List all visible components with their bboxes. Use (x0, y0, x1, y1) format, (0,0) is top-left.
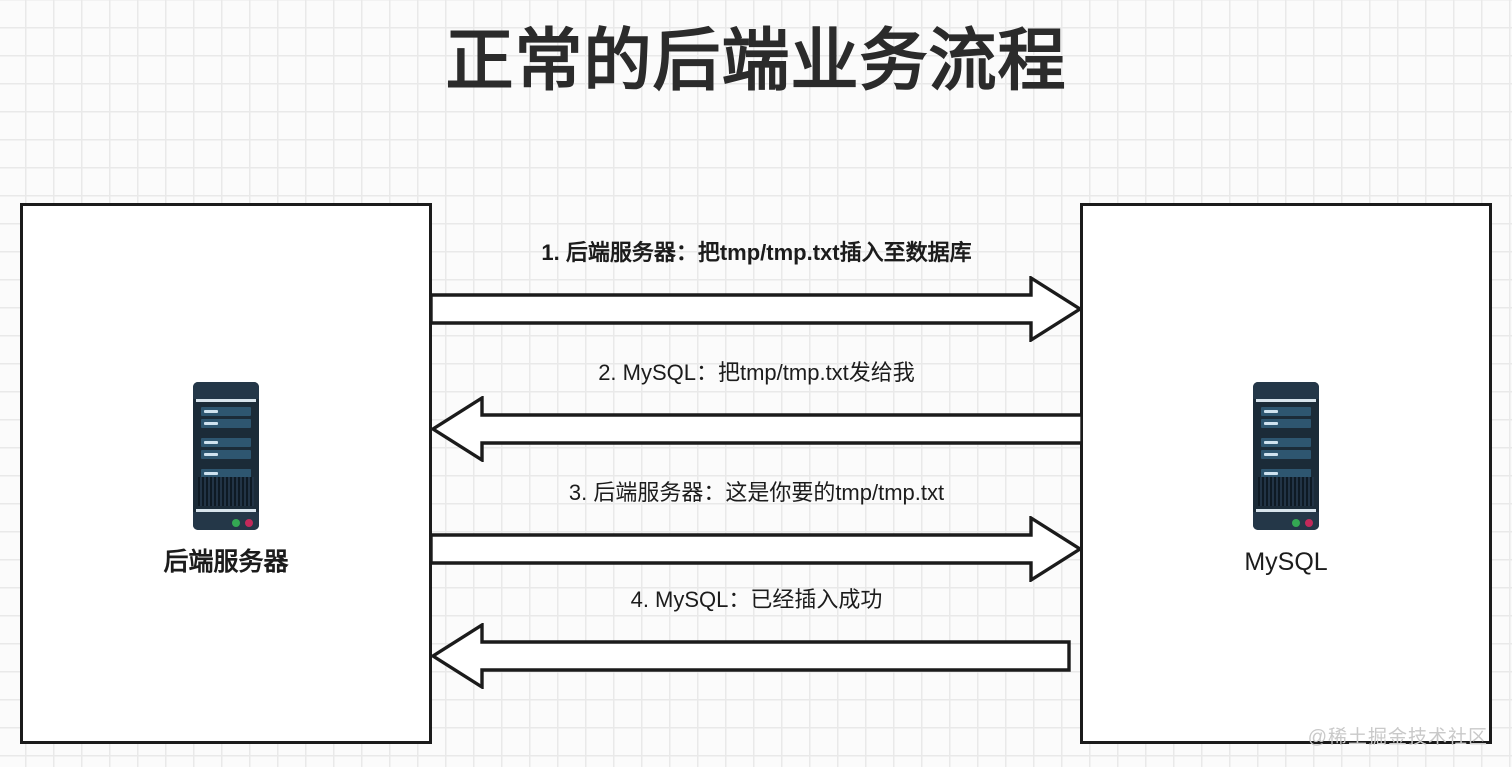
status-led-green (1292, 519, 1300, 527)
arrow-right-3 (431, 516, 1082, 582)
node-backend-label: 后端服务器 (163, 548, 289, 576)
watermark: @稀土掘金技术社区 (1307, 727, 1488, 748)
node-mysql-content: MySQL (1083, 382, 1489, 578)
node-mysql: MySQL (1080, 203, 1492, 744)
message-label-1: 1. 后端服务器：把tmp/tmp.txt插入至数据库 (541, 240, 972, 265)
status-led-green (232, 519, 240, 527)
page-title: 正常的后端业务流程 (445, 23, 1067, 99)
status-led-red (245, 519, 253, 527)
status-led-red (1305, 519, 1313, 527)
arrow-left-2 (431, 396, 1082, 462)
message-label-2: 2. MySQL：把tmp/tmp.txt发给我 (598, 360, 915, 385)
message-label-4: 4. MySQL：已经插入成功 (630, 587, 883, 612)
message-label-3: 3. 后端服务器：这是你要的tmp/tmp.txt (568, 480, 945, 505)
server-tower-icon (193, 382, 259, 530)
node-mysql-label: MySQL (1244, 548, 1328, 576)
node-backend-server: 后端服务器 (20, 203, 432, 744)
node-backend-content: 后端服务器 (23, 382, 429, 578)
server-tower-icon (1253, 382, 1319, 530)
arrow-left-4 (431, 623, 1082, 689)
arrow-right-1 (431, 276, 1082, 342)
